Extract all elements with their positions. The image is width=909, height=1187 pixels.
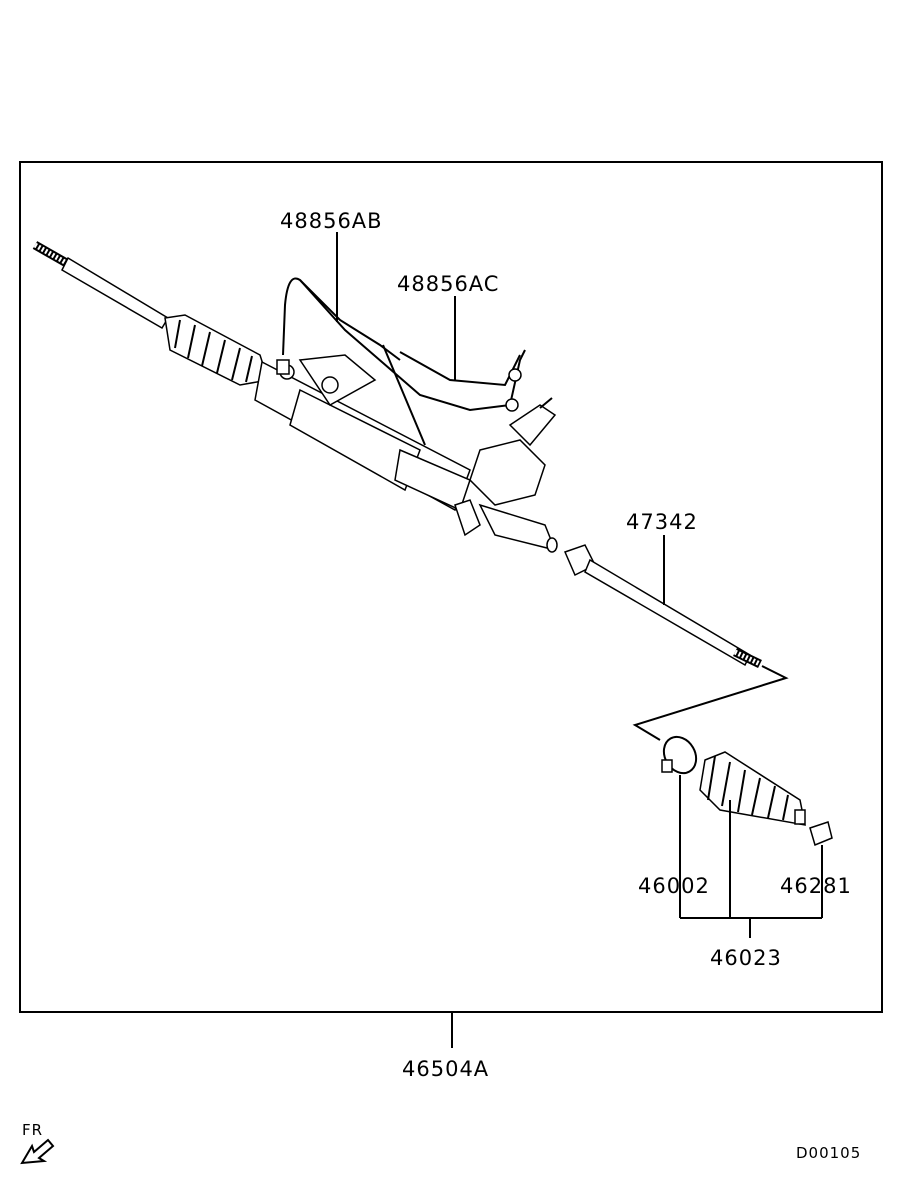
label-48856AB[interactable]: 48856AB: [280, 209, 383, 233]
label-46281[interactable]: 46281: [780, 874, 852, 898]
label-46002[interactable]: 46002: [638, 874, 710, 898]
steering-rack-illustration: [32, 241, 558, 553]
leader-lines: [336, 232, 823, 1048]
tie-rod-illustration: [563, 544, 762, 669]
boot-kit-illustration: [661, 735, 833, 847]
label-47342[interactable]: 47342: [626, 510, 698, 534]
front-indicator: FR: [22, 1121, 43, 1139]
label-48856AC[interactable]: 48856AC: [397, 272, 499, 296]
break-line: [632, 665, 789, 741]
label-46504A[interactable]: 46504A: [402, 1057, 489, 1081]
front-arrow-icon: [20, 1138, 55, 1165]
diagram-code: D00105: [796, 1144, 861, 1162]
label-46023[interactable]: 46023: [710, 946, 782, 970]
